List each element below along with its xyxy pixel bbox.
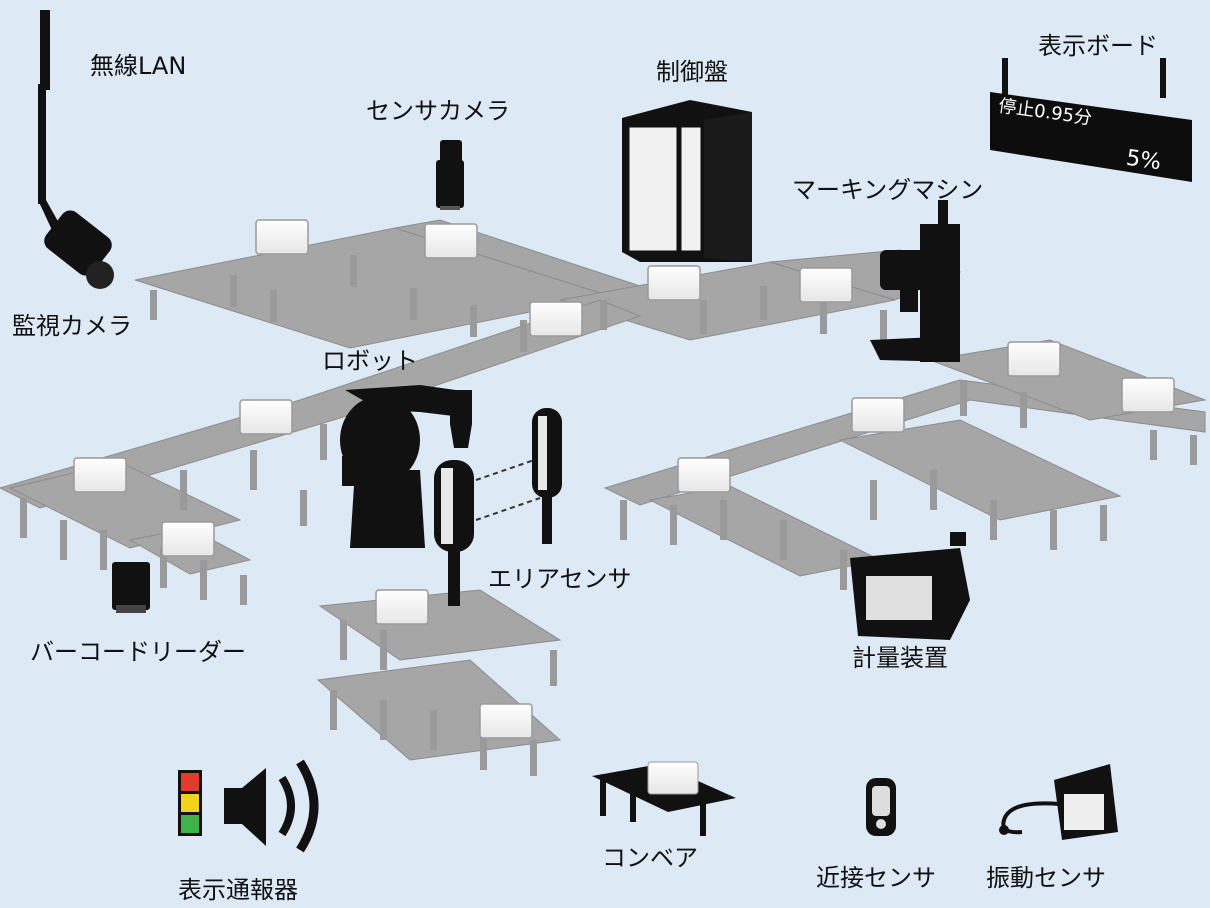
wireless-lan-label: 無線LAN: [90, 52, 187, 80]
display-alarm-label: 表示通報器: [178, 876, 298, 904]
barcode-reader-label: バーコードリーダー: [30, 638, 246, 666]
display-board-icon: [990, 58, 1192, 182]
product-boxes: [73, 219, 1175, 739]
vibration-sensor-icon: [999, 764, 1118, 840]
area-sensor-icon: [434, 408, 562, 606]
display-board-label: 表示ボード: [1038, 32, 1158, 60]
weighing-device-label: 計量装置: [852, 644, 948, 672]
signal-tower-icon: [178, 770, 202, 836]
proximity-sensor-icon: [866, 778, 896, 836]
marking-machine-icon: [870, 200, 960, 362]
proximity-sensor-label: 近接センサ: [816, 864, 936, 892]
conveyor-legs: [20, 255, 1197, 776]
antenna-icon: [38, 10, 60, 230]
robot-label: ロボット: [322, 347, 418, 375]
robot-arm-icon: [340, 385, 472, 548]
weighing-device-icon: [850, 532, 970, 640]
area-sensor-label: エリアセンサ: [488, 565, 632, 593]
camera-icon: [44, 210, 114, 289]
vibration-sensor-label: 振動センサ: [986, 864, 1106, 892]
marking-machine-label: マーキングマシン: [792, 176, 984, 204]
display-board-percent: 5%: [1124, 145, 1163, 176]
control-cabinet-icon: [622, 100, 752, 262]
barcode-reader-icon: [112, 562, 150, 613]
monitoring-camera-label: 監視カメラ: [12, 312, 132, 340]
control-panel-label: 制御盤: [656, 58, 728, 86]
sensor-camera-icon: [436, 140, 464, 210]
conveyor-icon: [592, 761, 736, 836]
conveyor-label: コンベア: [602, 844, 698, 872]
speaker-icon: [224, 759, 319, 853]
sensor-camera-label: センサカメラ: [366, 97, 510, 125]
